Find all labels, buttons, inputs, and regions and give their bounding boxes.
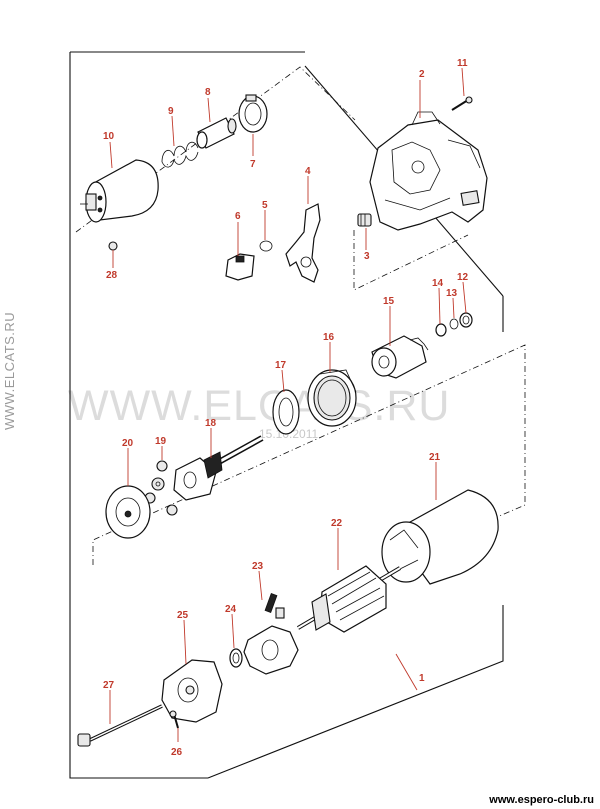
part-25-end-frame: [161, 659, 223, 723]
part-21-yoke: [381, 489, 499, 585]
callout-16: 16: [323, 332, 335, 343]
callout-11: 11: [457, 58, 468, 69]
part-1-assembly-leader: [395, 653, 418, 691]
part-9-spring: [161, 141, 199, 168]
part-27-through-bolt: [77, 704, 163, 747]
callout-14: 14: [432, 278, 444, 289]
callout-27: 27: [103, 680, 115, 691]
part-11-bolt: [451, 96, 473, 111]
callout-5: 5: [262, 200, 268, 211]
callout-leaders: [109, 67, 467, 742]
center-watermark: WWW.ELCATS.RU: [68, 382, 451, 430]
callout-26: 26: [171, 747, 183, 758]
part-10-solenoid: [80, 159, 159, 223]
callout-25: 25: [177, 610, 189, 621]
part-18-output-shaft: [173, 435, 264, 501]
part-8-plunger: [196, 117, 237, 149]
part-3-bushing: [357, 213, 372, 227]
callout-3: 3: [364, 251, 370, 262]
callout-1: 1: [419, 673, 425, 684]
callout-labels: 1 2 3 4 5 6 7 8 9 10 11 12 13 14 15 16 1…: [103, 58, 469, 758]
part-19-planet-gears: [144, 460, 178, 516]
part-7-cover: [238, 94, 268, 133]
callout-19: 19: [155, 436, 167, 447]
callout-28: 28: [106, 270, 118, 281]
part-16-internal-gear: [307, 369, 357, 427]
assembly-frame: [69, 51, 526, 779]
part-12-14-washers: [435, 312, 473, 337]
part-2-drive-housing: [369, 111, 488, 231]
callout-21: 21: [429, 452, 441, 463]
part-22-armature: [296, 565, 402, 633]
callout-24: 24: [225, 604, 237, 615]
callout-9: 9: [168, 106, 174, 117]
callout-12: 12: [457, 272, 469, 283]
part-20-plate: [105, 485, 151, 539]
callout-13: 13: [446, 288, 458, 299]
callout-17: 17: [275, 360, 287, 371]
part-5-o-ring: [259, 240, 273, 252]
part-17-retainer-ring: [272, 389, 300, 435]
callout-23: 23: [252, 561, 264, 572]
callout-6: 6: [235, 211, 241, 222]
callout-8: 8: [205, 87, 211, 98]
part-23-brush-holder: [243, 593, 299, 675]
callout-4: 4: [305, 166, 311, 177]
part-6-grommet: [225, 253, 255, 281]
callout-10: 10: [103, 131, 115, 142]
part-15-pinion-clutch: [371, 335, 429, 379]
callout-7: 7: [250, 159, 256, 170]
callout-18: 18: [205, 418, 217, 429]
callout-15: 15: [383, 296, 395, 307]
callout-22: 22: [331, 518, 343, 529]
callout-2: 2: [419, 69, 425, 80]
site-url: www.espero-club.ru: [489, 794, 594, 806]
part-28-nut: [108, 241, 118, 251]
part-26-screw: [169, 710, 179, 729]
part-24-bearing: [229, 648, 243, 668]
part-4-shift-lever: [285, 203, 321, 283]
callout-20: 20: [122, 438, 134, 449]
